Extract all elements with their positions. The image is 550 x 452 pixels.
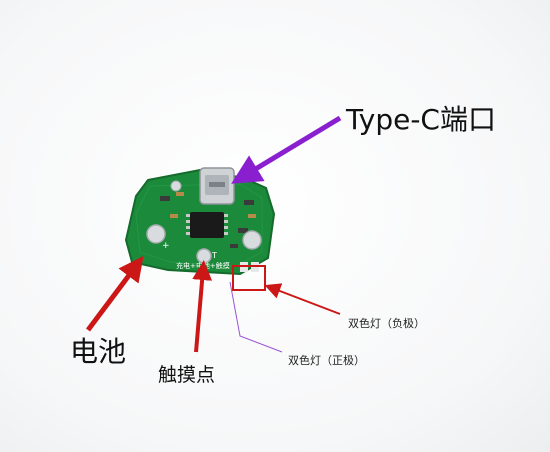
silk-mark: 充电+电池+触摸 xyxy=(176,261,230,270)
led-negative-label: 双色灯（负极） xyxy=(348,317,425,330)
touch-arrow xyxy=(192,260,213,353)
typec-label: Type-C端口 xyxy=(346,103,496,136)
main-chip xyxy=(190,212,224,238)
touch-pad xyxy=(196,248,212,264)
led-positive-label: 双色灯（正极） xyxy=(288,354,365,367)
battery-arrow xyxy=(86,256,144,332)
led-neg-arrow xyxy=(264,283,341,315)
plus-mark: + xyxy=(162,241,170,251)
battery-pad xyxy=(146,224,166,244)
pcb-board xyxy=(124,167,276,276)
t-mark: T xyxy=(211,251,217,260)
type-c-port xyxy=(199,167,235,205)
touch-label: 触摸点 xyxy=(158,364,216,386)
corner-pad xyxy=(242,230,262,250)
led-highlight-box xyxy=(232,265,266,291)
typec-arrow xyxy=(231,115,342,184)
led-pos-line xyxy=(229,281,283,353)
battery-label: 电池 xyxy=(70,335,127,368)
